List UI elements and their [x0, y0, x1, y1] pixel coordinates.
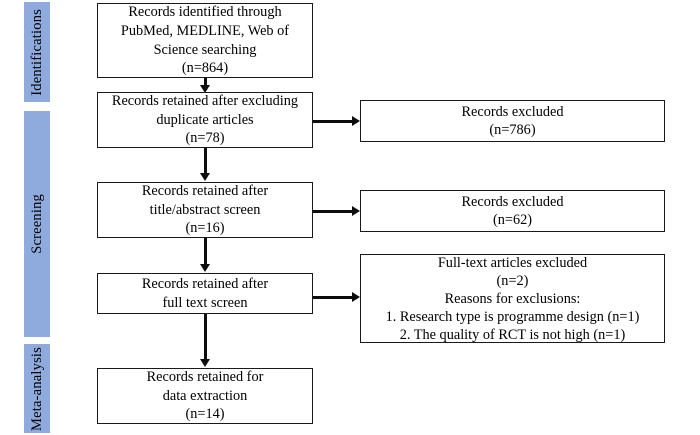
- node-line: PubMed, MEDLINE, Web of: [120, 22, 290, 39]
- node-line: data extraction: [162, 387, 248, 404]
- node-count: (n=78): [185, 130, 225, 147]
- connector-full-text-to-excluded: [313, 295, 354, 299]
- node-count: (n=62): [492, 212, 533, 228]
- stage-label-meta-analysis: Meta-analysis: [28, 346, 45, 431]
- node-line: Records identified through: [128, 4, 282, 21]
- connector-duplicates-to-excluded: [313, 119, 354, 123]
- node-count: (n=786): [489, 122, 536, 138]
- node-line: title/abstract screen: [149, 201, 261, 218]
- node-line: Records retained after excluding: [111, 93, 299, 110]
- arrowhead-full-text-to-excluded: [352, 291, 360, 302]
- node-records-excluded-duplicates: Records excluded (n=786): [360, 100, 665, 142]
- node-count: (n=2): [496, 272, 529, 289]
- node-line: Records excluded: [461, 194, 564, 210]
- stage-bar-screening: Screening: [24, 111, 50, 337]
- arrowhead-duplicates-to-title-abstract: [199, 173, 210, 181]
- node-line: Records retained after: [141, 183, 269, 200]
- connector-identified-to-duplicates: [203, 78, 207, 87]
- stage-bar-meta-analysis: Meta-analysis: [24, 344, 50, 433]
- node-line: duplicate articles: [156, 111, 254, 128]
- node-count: (n=864): [181, 60, 229, 77]
- arrowhead-title-abstract-to-full-text: [199, 264, 210, 272]
- node-reason: 2. The quality of RCT is not high (n=1): [399, 326, 626, 343]
- connector-title-abstract-to-excluded: [313, 209, 354, 213]
- arrowhead-title-abstract-to-excluded: [352, 205, 360, 216]
- arrowhead-identified-to-duplicates: [199, 85, 210, 93]
- connector-title-abstract-to-full-text: [203, 238, 207, 265]
- node-line: Full-text articles excluded: [437, 254, 588, 271]
- arrowhead-full-text-to-included: [199, 359, 210, 367]
- node-line: Records retained for: [146, 369, 264, 386]
- node-line: Records excluded: [461, 104, 564, 120]
- node-retained-for-data-extraction: Records retained for data extraction (n=…: [97, 368, 313, 424]
- node-reason: 1. Research type is programme design (n=…: [385, 308, 640, 325]
- node-line: Reasons for exclusions:: [444, 290, 581, 307]
- connector-duplicates-to-title-abstract: [203, 148, 207, 175]
- node-retained-after-title-abstract: Records retained after title/abstract sc…: [97, 182, 313, 238]
- stage-label-screening: Screening: [28, 194, 45, 254]
- stage-label-identifications: Identifications: [28, 8, 45, 96]
- node-count: (n=16): [185, 220, 225, 237]
- connector-full-text-to-included: [203, 314, 207, 361]
- node-records-identified: Records identified through PubMed, MEDLI…: [97, 3, 313, 78]
- node-line: full text screen: [162, 294, 248, 311]
- node-count: (n=14): [185, 406, 225, 423]
- node-records-excluded-title-abstract: Records excluded (n=62): [360, 190, 665, 232]
- arrowhead-duplicates-to-excluded: [352, 115, 360, 126]
- node-full-text-articles-excluded: Full-text articles excluded (n=2) Reason…: [360, 254, 665, 343]
- node-retained-after-full-text: Records retained after full text screen: [97, 273, 313, 314]
- node-retained-after-duplicates: Records retained after excluding duplica…: [97, 92, 313, 148]
- node-line: Science searching: [153, 41, 257, 58]
- stage-bar-identifications: Identifications: [24, 2, 50, 102]
- node-line: Records retained after: [141, 275, 269, 292]
